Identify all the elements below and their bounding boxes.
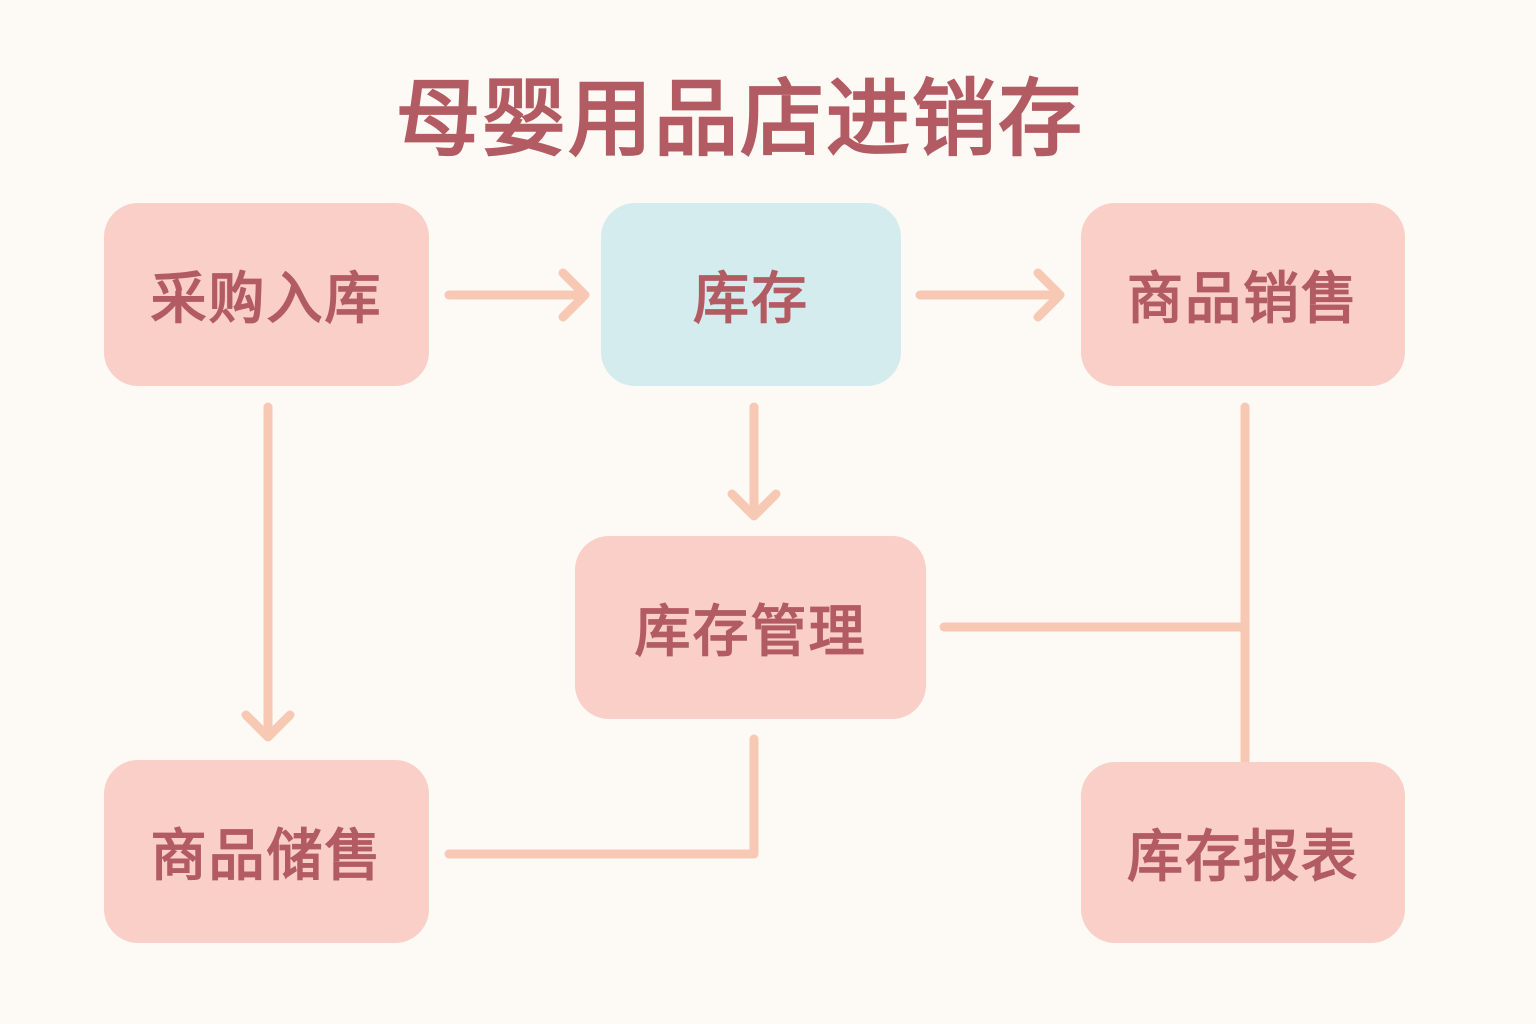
node-report: 库存报表 xyxy=(1081,762,1405,943)
arrow-inventory-to-sales xyxy=(915,268,1065,322)
arrow-inventory-to-management xyxy=(727,402,781,521)
node-purchase: 采购入库 xyxy=(104,203,429,386)
node-management: 库存管理 xyxy=(575,536,926,719)
node-sales: 商品销售 xyxy=(1081,203,1405,386)
node-inventory: 库存 xyxy=(601,203,901,386)
diagram-title: 母婴用品店进销存 xyxy=(395,70,1084,168)
line-management-to-storage xyxy=(444,734,759,859)
arrow-purchase-to-storage xyxy=(241,402,295,742)
arrow-purchase-to-inventory xyxy=(444,268,590,322)
node-storage: 商品储售 xyxy=(104,760,429,943)
